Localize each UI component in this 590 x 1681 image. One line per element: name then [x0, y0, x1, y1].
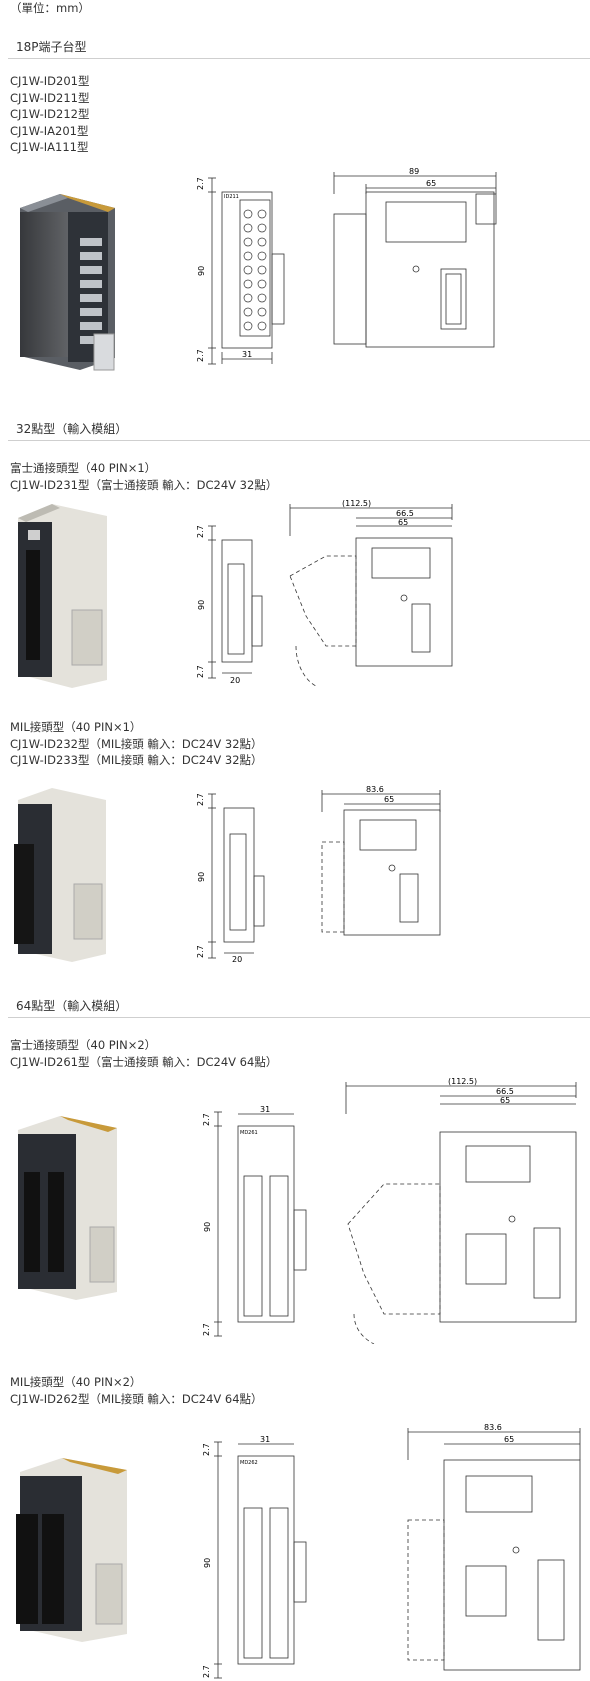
dim-height: 90 — [197, 872, 206, 882]
model-line: CJ1W-ID231型（富士通接頭 輸入：DC24V 32點） — [10, 477, 278, 492]
dim-bottom: 2.7 — [196, 945, 205, 958]
model-list-32-mil: MIL接頭型（40 PIN×1） CJ1W-ID232型（MIL接頭 輸入：DC… — [10, 719, 263, 769]
model-line: CJ1W-ID201型 — [10, 74, 90, 88]
section-title-18p: 18P端子台型 — [16, 40, 87, 54]
dim-total: 89 — [409, 167, 419, 176]
section-title-32: 32點型（輸入模組） — [16, 422, 128, 436]
dim-body: 65 — [504, 1435, 514, 1444]
product-photo-32-mil — [14, 788, 106, 962]
model-list-18p: CJ1W-ID201型 CJ1W-ID211型 CJ1W-ID212型 CJ1W… — [10, 73, 90, 156]
product-photo-18p — [20, 194, 115, 371]
model-list-64-mil: MIL接頭型（40 PIN×2） CJ1W-ID262型（MIL接頭 輸入：DC… — [10, 1374, 263, 1407]
dim-top: 2.7 — [196, 525, 205, 538]
section-header-32: 32點型（輸入模組） — [8, 418, 590, 441]
dim-body: 65 — [426, 179, 436, 188]
model-line: CJ1W-IA201型 — [10, 123, 89, 138]
front-view-drawing-64-mil: 2.7 90 2.7 31 MD262 — [202, 1435, 307, 1679]
side-view-drawing-32-mil: 83.6 65 — [321, 785, 441, 936]
dim-width: 31 — [260, 1435, 270, 1444]
model-list-64-fujitsu: 富士通接頭型（40 PIN×2） CJ1W-ID261型（富士通接頭 輸入：DC… — [10, 1037, 277, 1070]
dim-bottom: 2.7 — [196, 665, 205, 678]
product-photo-32-fujitsu — [18, 504, 107, 688]
dim-total: (112.5) — [342, 499, 371, 508]
dim-height: 90 — [197, 600, 206, 610]
section-title-64: 64點型（輸入模組） — [16, 999, 128, 1013]
front-view-drawing-64-fujitsu: 2.7 90 2.7 31 MD261 — [202, 1105, 307, 1337]
dim-width: 20 — [232, 955, 242, 964]
dim-total: (112.5) — [448, 1077, 477, 1086]
dim-total: 83.6 — [366, 785, 384, 794]
dim-top: 2.7 — [196, 177, 205, 190]
side-view-drawing-32-fujitsu: (112.5) 66.5 65 — [289, 499, 453, 686]
model-line: CJ1W-ID262型（MIL接頭 輸入：DC24V 64點） — [10, 1391, 263, 1406]
dim-width: 31 — [260, 1105, 270, 1114]
front-view-drawing-32-mil: 2.7 90 2.7 20 — [196, 793, 265, 964]
model-line: MIL接頭型（40 PIN×2） — [10, 1375, 142, 1389]
side-view-drawing-64-mil: 83.6 65 — [407, 1423, 581, 1671]
dim-height: 90 — [197, 266, 206, 276]
dim-width: 20 — [230, 676, 240, 685]
dim-top: 2.7 — [202, 1443, 211, 1456]
dim-bottom: 2.7 — [202, 1323, 211, 1336]
model-list-32-fujitsu: 富士通接頭型（40 PIN×1） CJ1W-ID231型（富士通接頭 輸入：DC… — [10, 460, 277, 493]
unit-note: （單位：mm） — [10, 1, 90, 15]
front-label: MD262 — [240, 1460, 258, 1466]
dim-bottom: 2.7 — [196, 349, 205, 362]
model-line: 富士通接頭型（40 PIN×2） — [10, 1038, 157, 1052]
dim-bottom: 2.7 — [202, 1665, 211, 1678]
dim-top: 2.7 — [202, 1113, 211, 1126]
front-view-drawing-18p: 2.7 90 2.7 31 ID211 — [196, 177, 285, 365]
dim-body: 65 — [398, 518, 408, 527]
model-line: 富士通接頭型（40 PIN×1） — [10, 461, 157, 475]
side-view-drawing-64-fujitsu: (112.5) 66.5 65 — [345, 1077, 577, 1344]
dim-width: 31 — [242, 350, 252, 359]
dim-height: 90 — [203, 1558, 212, 1568]
section-header-64: 64點型（輸入模組） — [8, 995, 590, 1018]
dim-body: 65 — [500, 1096, 510, 1105]
front-label: ID211 — [224, 194, 239, 200]
model-line: CJ1W-ID211型 — [10, 90, 90, 105]
model-line: CJ1W-ID233型（MIL接頭 輸入：DC24V 32點） — [10, 753, 263, 768]
front-view-drawing-32-fujitsu: 2.7 90 2.7 20 — [196, 525, 263, 685]
model-line: CJ1W-ID212型 — [10, 107, 90, 122]
model-line: CJ1W-IA111型 — [10, 140, 89, 155]
model-line: CJ1W-ID232型（MIL接頭 輸入：DC24V 32點） — [10, 736, 263, 751]
dim-height: 90 — [203, 1222, 212, 1232]
product-photo-64-fujitsu — [18, 1116, 117, 1300]
side-view-drawing-18p: 89 65 — [333, 167, 497, 348]
dim-top: 2.7 — [196, 793, 205, 806]
product-photo-64-mil — [16, 1458, 127, 1642]
dim-mid: 66.5 — [496, 1087, 514, 1096]
dim-total: 83.6 — [484, 1423, 502, 1432]
dim-mid: 66.5 — [396, 509, 414, 518]
section-header-18p: 18P端子台型 — [8, 36, 590, 59]
model-line: MIL接頭型（40 PIN×1） — [10, 720, 142, 734]
model-line: CJ1W-ID261型（富士通接頭 輸入：DC24V 64點） — [10, 1054, 278, 1069]
dim-body: 65 — [384, 795, 394, 804]
front-label: MD261 — [240, 1130, 258, 1136]
